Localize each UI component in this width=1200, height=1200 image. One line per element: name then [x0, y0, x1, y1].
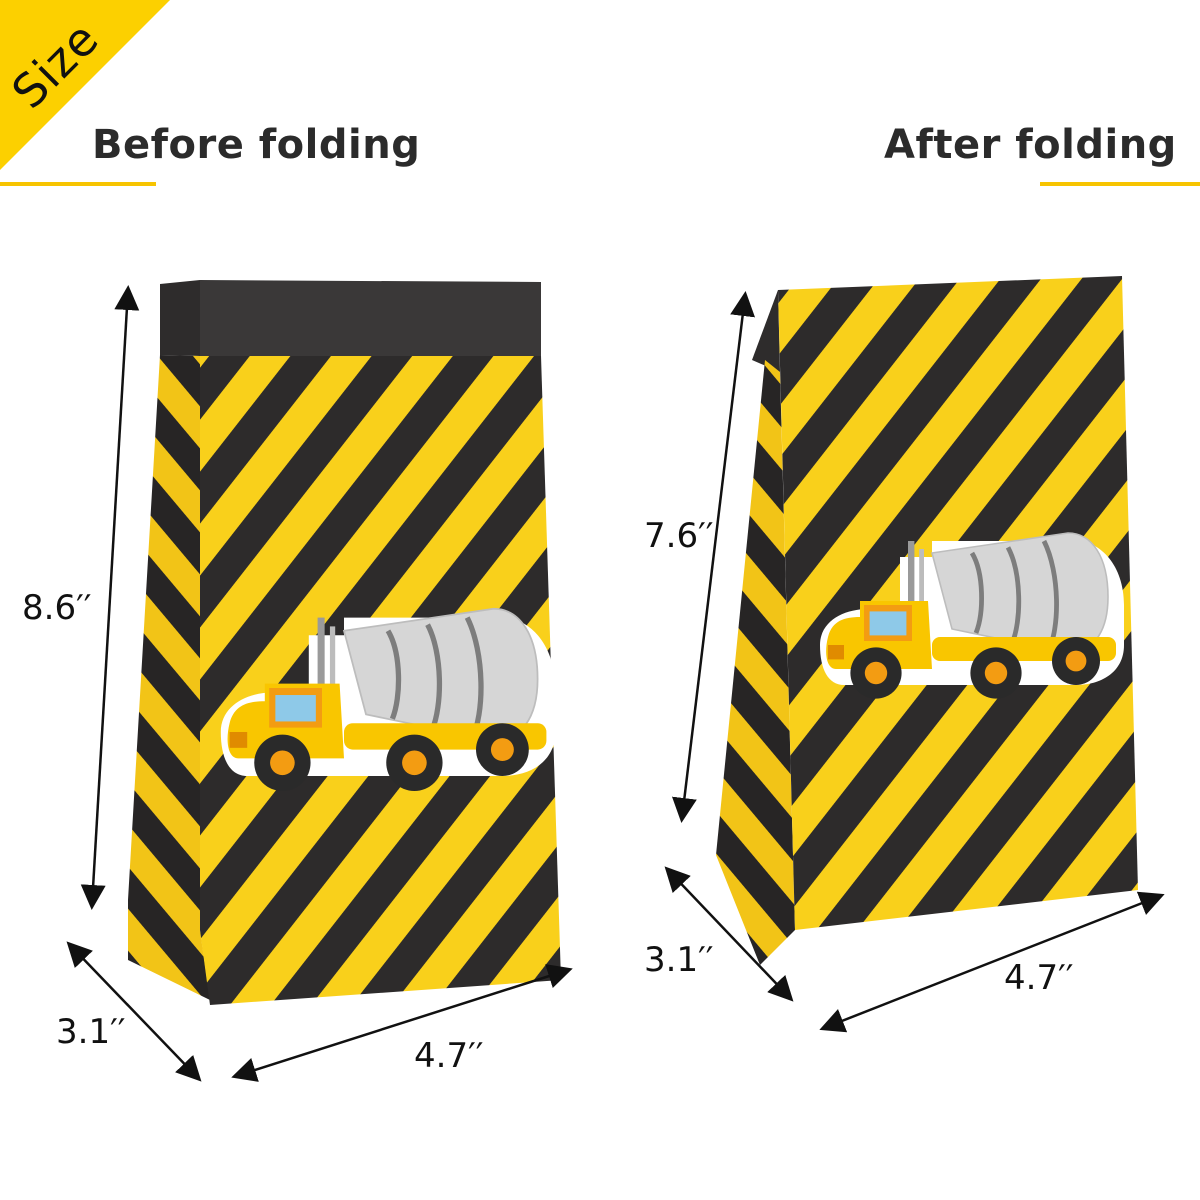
before-depth-label: 3.1′′: [56, 1012, 126, 1052]
size-corner-tag: [0, 0, 170, 170]
before-depth-dimension-line: [66, 941, 202, 1082]
bag-after-folded-flap: [752, 290, 780, 372]
after-height-dimension-line: [671, 291, 756, 823]
after-depth-dimension-line: [664, 866, 794, 1002]
after-height-label: 7.6′′: [644, 516, 714, 556]
before-height-label: 8.6′′: [22, 588, 92, 628]
before-title-underline: [0, 182, 156, 186]
before-width-label: 4.7′′: [414, 1036, 484, 1076]
after-width-dimension-line: [819, 891, 1165, 1033]
before-width-dimension-line: [231, 964, 573, 1082]
after-title-underline: [1040, 182, 1200, 186]
bag-after-folding: [716, 276, 1138, 965]
after-depth-label: 3.1′′: [644, 940, 714, 980]
bag-before-top-band: [200, 280, 541, 356]
bag-before-folding: [128, 280, 561, 1005]
after-folding-title: After folding: [884, 122, 1177, 168]
after-width-label: 4.7′′: [1004, 958, 1074, 998]
bag-before-side-panel: [128, 355, 210, 1000]
before-height-dimension-line: [80, 285, 140, 910]
bag-before-top-band-side: [160, 280, 200, 356]
before-folding-title: Before folding: [92, 122, 421, 168]
